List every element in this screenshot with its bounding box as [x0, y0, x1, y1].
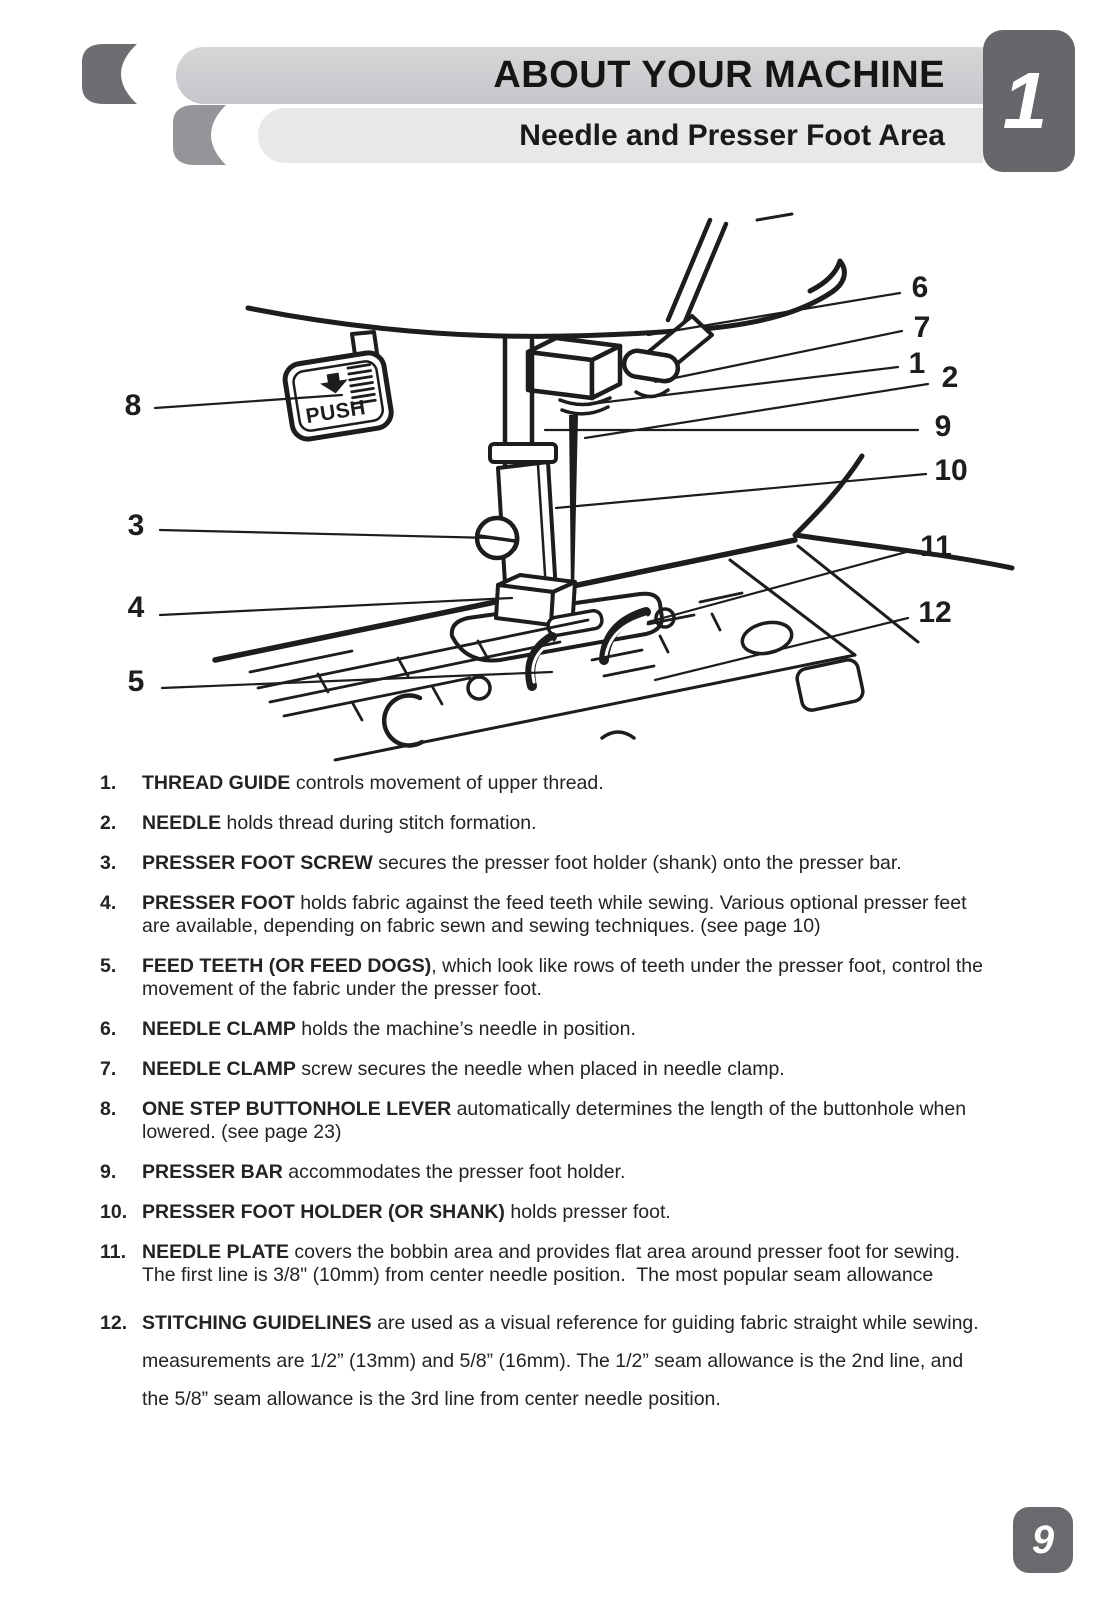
chapter-number: 1 [1002, 56, 1048, 145]
callout-4: 4 [128, 591, 145, 624]
stitching-guidelines [248, 591, 744, 722]
crescent-dark [82, 44, 137, 104]
item-term: PRESSER BAR [142, 1161, 283, 1183]
list-item-4: 4. PRESSER FOOT holds fabric against the… [100, 892, 1030, 938]
item-text: holds the machine’s needle in position. [295, 1018, 636, 1040]
page-number-badge: 9 [1013, 1507, 1073, 1573]
list-item-1: 1. THREAD GUIDE controls movement of upp… [100, 772, 1030, 795]
item-number: 12. [100, 1312, 128, 1334]
needle-plate [333, 544, 920, 762]
callout-2: 2 [942, 361, 959, 394]
item-term: FEED TEETH (OR FEED DOGS) [142, 955, 432, 977]
presser-foot-holder [474, 442, 558, 602]
page-title: ABOUT YOUR MACHINE [493, 54, 945, 96]
header-subtitle-banner: Needle and Presser Foot Area [258, 108, 983, 163]
item-number: 6. [100, 1018, 117, 1040]
callout-12: 12 [918, 596, 951, 629]
push-arrow-icon [320, 372, 348, 394]
item-number: 8. [100, 1098, 117, 1120]
item-text: are used as a visual reference for guidi… [142, 1312, 979, 1410]
item-term: PRESSER FOOT HOLDER (OR SHANK) [142, 1201, 505, 1223]
item-term: PRESSER FOOT [142, 892, 295, 914]
page-subtitle: Needle and Presser Foot Area [519, 118, 945, 152]
item-text: , which look like rows of teeth under th… [142, 955, 983, 1000]
header-title-banner: ABOUT YOUR MACHINE [176, 47, 983, 104]
item-term: STITCHING GUIDELINES [142, 1312, 372, 1334]
item-text: controls movement of upper thread. [290, 772, 604, 794]
callout-9: 9 [935, 410, 952, 443]
item-text: screw secures the needle when placed in … [295, 1058, 785, 1080]
item-text: automatically determines the length of t… [142, 1098, 967, 1143]
page-number: 9 [1031, 1517, 1055, 1562]
list-item-8: 8. ONE STEP BUTTONHOLE LEVER automatical… [100, 1098, 1030, 1144]
item-text: covers the bobbin area and provides flat… [142, 1241, 960, 1286]
item-text: holds fabric against the feed teeth whil… [142, 892, 967, 937]
callout-lines [153, 291, 930, 690]
needle-area-diagram: PUSH [125, 212, 1015, 762]
callout-10: 10 [934, 454, 967, 487]
crescent-mid [173, 105, 226, 165]
list-item-12: 12. STITCHING GUIDELINES are used as a v… [100, 1304, 1030, 1418]
item-number: 11. [100, 1241, 127, 1263]
list-item-10: 10. PRESSER FOOT HOLDER (OR SHANK) holds… [100, 1201, 1030, 1224]
item-number: 9. [100, 1161, 117, 1183]
list-item-2: 2. NEEDLE holds thread during stitch for… [100, 812, 1030, 835]
needle [569, 415, 578, 595]
list-item-11: 11. NEEDLE PLATE covers the bobbin area … [100, 1241, 1030, 1287]
item-term: NEEDLE CLAMP [142, 1018, 296, 1040]
list-item-7: 7. NEEDLE CLAMP screw secures the needle… [100, 1058, 1030, 1081]
item-number: 1. [100, 772, 117, 794]
needle-clamp-screw [621, 348, 681, 384]
item-term: NEEDLE PLATE [142, 1241, 289, 1263]
button-grip-lines [346, 363, 377, 406]
callout-3: 3 [128, 509, 145, 542]
list-item-5: 5. FEED TEETH (OR FEED DOGS), which look… [100, 955, 1030, 1001]
item-text: holds thread during stitch formation. [221, 812, 537, 834]
description-list: 1. THREAD GUIDE controls movement of upp… [100, 772, 1030, 1435]
callout-6: 6 [912, 271, 929, 304]
item-number: 7. [100, 1058, 117, 1080]
callout-numbers: 6 7 1 2 9 10 11 12 8 3 4 5 [125, 271, 968, 698]
list-item-9: 9. PRESSER BAR accommodates the presser … [100, 1161, 1030, 1184]
callout-8: 8 [125, 389, 142, 422]
item-number: 3. [100, 852, 117, 874]
item-term: THREAD GUIDE [142, 772, 291, 794]
item-text: holds presser foot. [504, 1201, 671, 1223]
list-item-6: 6. NEEDLE CLAMP holds the machine’s need… [100, 1018, 1030, 1041]
needle-clamp [525, 335, 681, 416]
bobbin-cover-arc [381, 693, 425, 748]
item-term: NEEDLE CLAMP [142, 1058, 296, 1080]
callout-1: 1 [909, 347, 926, 380]
header-decor [82, 44, 226, 165]
chapter-number-badge: 1 [983, 30, 1075, 172]
needle-bar [665, 217, 729, 327]
item-term: PRESSER FOOT SCREW [142, 852, 373, 874]
item-number: 4. [100, 892, 117, 914]
item-text: secures the presser foot holder (shank) … [372, 852, 902, 874]
callout-5: 5 [128, 665, 145, 698]
list-item-3: 3. PRESSER FOOT SCREW secures the presse… [100, 852, 1030, 875]
feed-teeth [525, 607, 651, 691]
item-number: 5. [100, 955, 117, 977]
item-text: accommodates the presser foot holder. [282, 1161, 626, 1183]
callout-7: 7 [914, 311, 931, 344]
item-number: 2. [100, 812, 117, 834]
callout-11: 11 [920, 530, 952, 563]
item-number: 10. [100, 1201, 128, 1223]
buttonhole-lever-button: PUSH [282, 330, 394, 442]
item-term: NEEDLE [142, 812, 222, 834]
item-term: ONE STEP BUTTONHOLE LEVER [142, 1098, 452, 1120]
